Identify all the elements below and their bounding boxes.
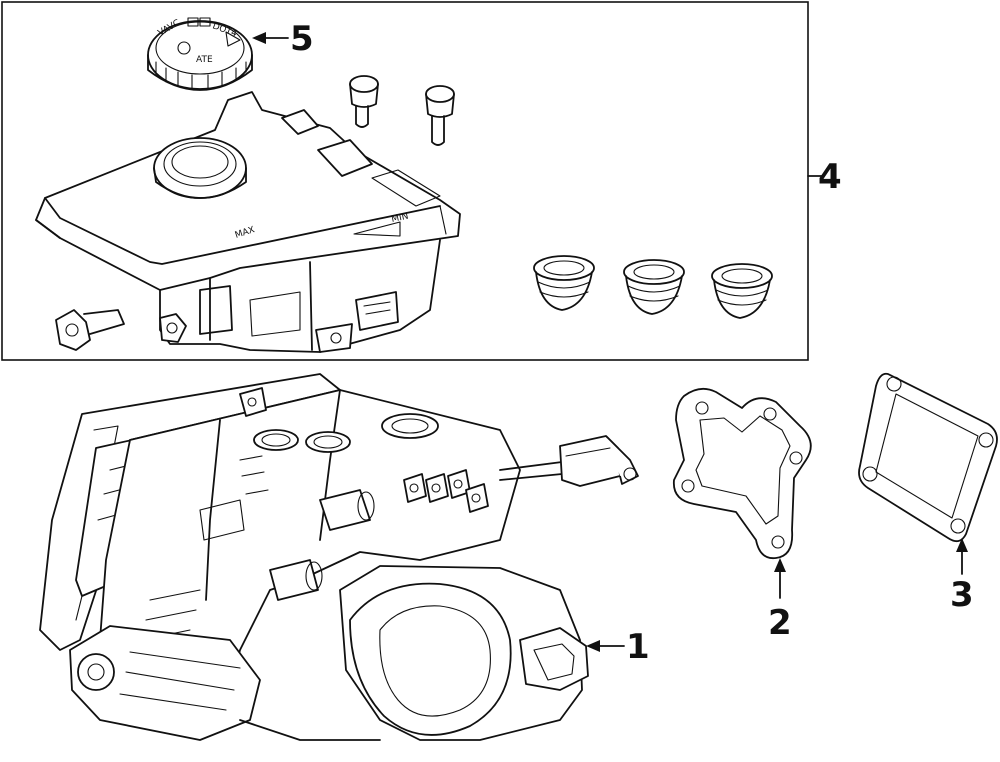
callout-3: 3 — [950, 575, 974, 615]
leader-arrow-3 — [956, 538, 968, 575]
brake-booster-assembly — [39, 373, 639, 741]
reservoir-mount-bolt — [55, 309, 125, 351]
seal-plate — [858, 372, 998, 543]
reservoir-cap: VAVC DOT4 ATE — [147, 17, 253, 91]
callout-5: 5 — [290, 19, 314, 59]
reservoir-kit-frame — [1, 1, 809, 361]
leader-arrow-2 — [774, 558, 786, 599]
cap-stamp-bottom: ATE — [196, 55, 213, 65]
brake-fluid-reservoir: MAX MIN — [35, 91, 461, 353]
callout-2: 2 — [768, 603, 792, 643]
gasket-1 — [672, 387, 812, 560]
reservoir-min-mark: MIN — [391, 212, 410, 225]
reservoir-grommet-1 — [533, 255, 595, 311]
reservoir-bolt-1 — [349, 75, 379, 128]
reservoir-grommet-2 — [623, 259, 685, 315]
leader-arrow-1 — [586, 640, 625, 652]
leader-arrow-5 — [252, 32, 289, 44]
reservoir-bolt-2 — [425, 85, 455, 146]
reservoir-grommet-3 — [711, 263, 773, 319]
callout-4: 4 — [818, 157, 842, 197]
callout-1: 1 — [626, 627, 650, 667]
